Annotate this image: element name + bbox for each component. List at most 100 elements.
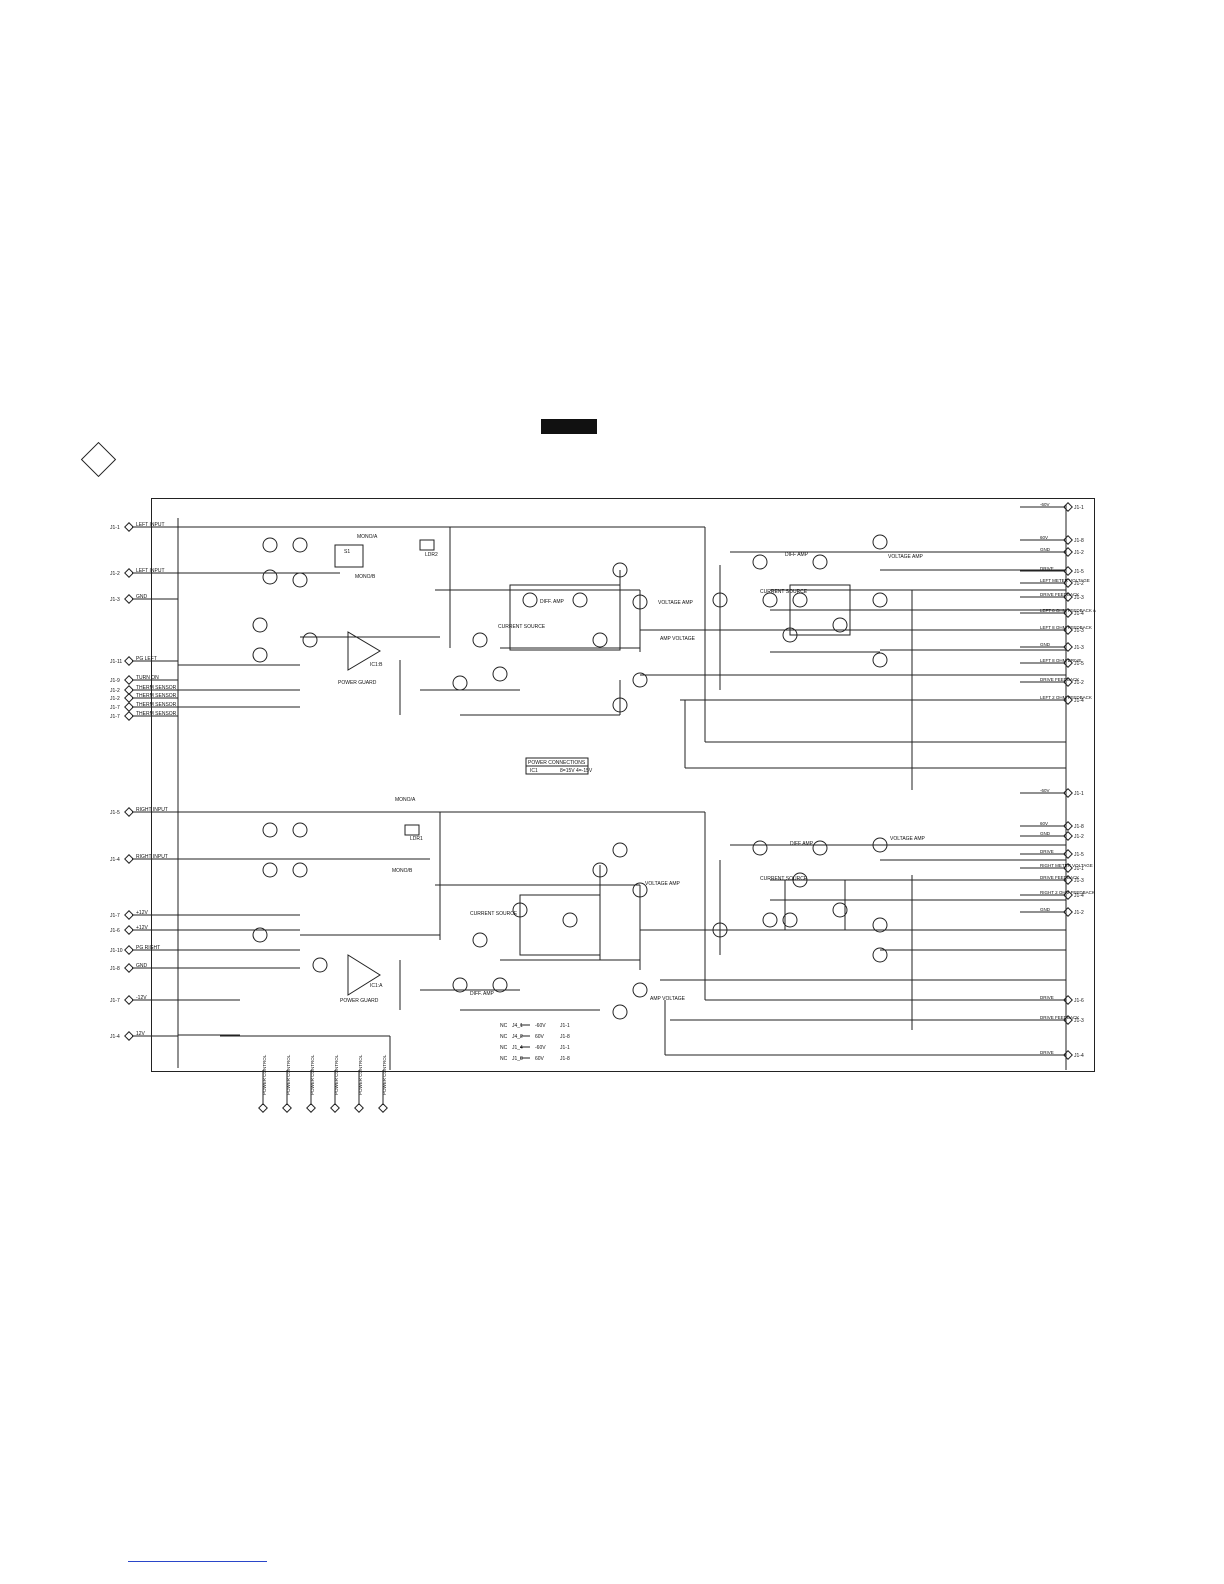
transistor-symbol	[832, 617, 848, 633]
right-terminal-id: J1-4	[1074, 698, 1084, 704]
nc-cell-a: NC	[500, 1056, 508, 1062]
left-terminal-id: J1-7	[110, 714, 120, 720]
right-terminal-label: -60V	[1040, 502, 1050, 507]
left-terminal-label: LEFT INPUT	[136, 568, 165, 574]
right-terminal-id: J1-4	[1074, 611, 1084, 617]
right-terminal-id: J1-2	[1074, 834, 1084, 840]
nc-cell-a: NC	[500, 1045, 508, 1051]
right-terminal-id: J1-8	[1074, 824, 1084, 830]
transistor-symbol	[782, 627, 798, 643]
transistor-symbol	[632, 594, 648, 610]
power-control-label: POWER CONTROL	[310, 1054, 315, 1095]
block-label-top: CURRENT SOURCE	[760, 589, 808, 595]
transistor-symbol	[592, 862, 608, 878]
right-terminal: J1-1-60V	[1020, 788, 1084, 798]
block-label-bottom: AMP VOLTAGE	[650, 996, 686, 1002]
right-terminal-label: LEFT 8 OHM FEEDBACK	[1040, 625, 1092, 630]
right-terminal-id: J1-8	[1074, 538, 1084, 544]
left-terminal-label: GND	[136, 963, 148, 969]
block-label-bottom: CURRENT SOURCE	[470, 911, 518, 917]
transistor-symbol	[792, 872, 808, 888]
block-label-bottom: IC1:A	[370, 983, 383, 989]
transistor-symbol	[872, 837, 888, 853]
left-terminal-label: RIGHT INPUT	[136, 854, 168, 860]
power-control-connector: POWER CONTROL	[258, 1054, 268, 1113]
block-label-top: LDR2	[425, 552, 438, 558]
right-terminal-label: DRIVE FEEDBACK	[1040, 1015, 1079, 1020]
right-terminal-label: RIGHT 2 OHM FEEDBACK	[1040, 890, 1095, 895]
right-terminal-label: LEFT 8 OHM DRIVE	[1040, 658, 1081, 663]
transistor-symbol	[782, 912, 798, 928]
left-terminal-label: 12V	[136, 1031, 146, 1037]
left-terminal: J1-7+12V	[110, 910, 178, 920]
left-terminal-id: J1-4	[110, 857, 120, 863]
left-terminal-label: PG LEFT	[136, 656, 157, 662]
transistor-symbol	[562, 912, 578, 928]
transistor-symbol	[762, 912, 778, 928]
footer-link-underline[interactable]	[128, 1561, 267, 1562]
transistor-symbol	[832, 902, 848, 918]
transistor-symbol	[492, 666, 508, 682]
transistor-symbol	[452, 675, 468, 691]
right-terminal-label: LEFT METER VOLTAGE	[1040, 578, 1090, 583]
transistor-symbol	[712, 922, 728, 938]
block-label-top: AMP VOLTAGE	[660, 636, 696, 642]
right-terminal-label: DRIVE FEEDBACK	[1040, 677, 1079, 682]
block-label-top: VOLTAGE AMP	[888, 554, 923, 560]
transistor-symbol	[812, 840, 828, 856]
right-terminal-id: J1-6	[1074, 998, 1084, 1004]
power-control-label: POWER CONTROL	[358, 1054, 363, 1095]
power-control-label: POWER CONTROL	[262, 1054, 267, 1095]
block-label-top: IC1:B	[370, 662, 383, 668]
transistor-symbol	[262, 569, 278, 585]
right-terminal-label: 60V	[1040, 821, 1048, 826]
transistor-symbol	[492, 977, 508, 993]
transistor-symbol	[592, 632, 608, 648]
right-terminal-id: J1-2	[1074, 680, 1084, 686]
right-terminal-id: J1-5	[1074, 661, 1084, 667]
left-terminal-id: J1-9	[110, 678, 120, 684]
transistor-symbol	[292, 822, 308, 838]
left-terminal-label: PG RIGHT	[136, 945, 160, 951]
right-terminal-id: J1-2	[1074, 581, 1084, 587]
nc-cell-b: J4_2	[512, 1034, 523, 1040]
right-terminal: J1-8 60V	[1020, 821, 1084, 831]
schematic-frame	[151, 498, 1095, 1072]
left-terminal: J1-5 RIGHT INPUT	[110, 807, 178, 817]
left-terminal-id: J1-4	[110, 1034, 120, 1040]
left-terminal: J1-6+12V	[110, 925, 178, 935]
right-terminal-id: J1-3	[1074, 878, 1084, 884]
right-terminal-label: DRIVE	[1040, 849, 1054, 854]
left-terminal-label: RIGHT INPUT	[136, 807, 168, 813]
power-control-connector: POWER CONTROL	[282, 1054, 292, 1113]
block-label-bottom: POWER GUARD	[340, 998, 379, 1004]
left-terminal-id: J1-8	[110, 966, 120, 972]
transistor-symbol	[872, 652, 888, 668]
power-control-label: POWER CONTROL	[382, 1054, 387, 1095]
block-label-top: S1	[344, 549, 350, 555]
transistor-symbol	[632, 672, 648, 688]
block-label-bottom: DIFF. AMP	[470, 991, 495, 997]
transistor-symbol	[762, 592, 778, 608]
right-terminal-label: GND	[1040, 547, 1051, 552]
right-terminal: J1-1-60V	[1020, 502, 1084, 512]
left-terminal: J1-4 RIGHT INPUT	[110, 854, 178, 864]
right-terminal-label: GND	[1040, 831, 1051, 836]
block-label-bottom: LDR1	[410, 836, 423, 842]
right-terminal-label: RIGHT METER VOLTAGE	[1040, 863, 1093, 868]
left-terminal-id: J1-5	[110, 810, 120, 816]
block-label-top: DIFF AMP	[785, 552, 809, 558]
transistor-symbol	[792, 592, 808, 608]
transistor-symbol	[252, 647, 268, 663]
nc-cell-b: J1_4	[512, 1045, 523, 1051]
right-terminal-id: J1-1	[1074, 791, 1084, 797]
